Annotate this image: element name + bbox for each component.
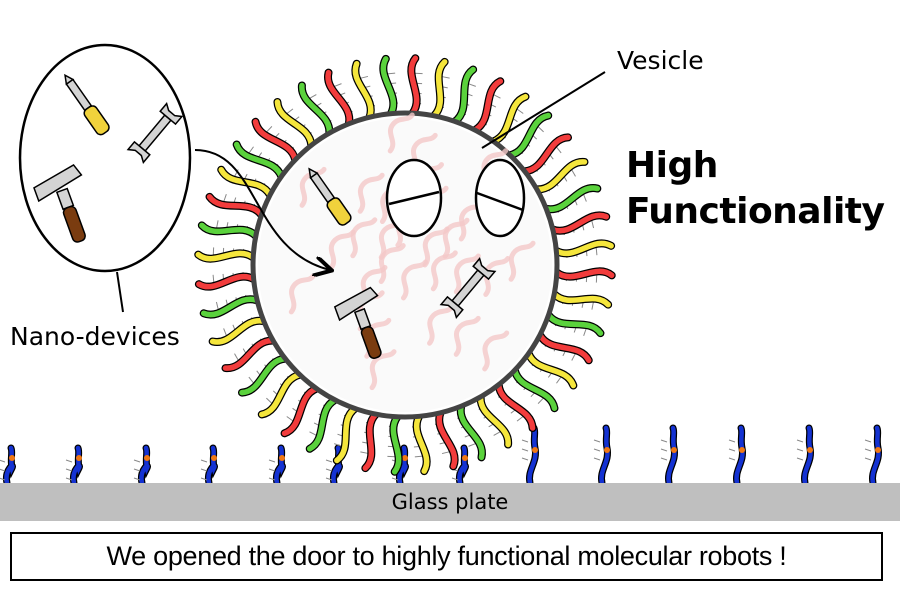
- surface-strand: [280, 384, 321, 438]
- surface-strand: [494, 380, 537, 433]
- inner-strand: [422, 226, 450, 268]
- surface-strand: [489, 92, 530, 146]
- surface-strand: [548, 211, 611, 236]
- vesicle: [250, 110, 560, 420]
- anchor-strand: [268, 444, 287, 487]
- surface-strand: [535, 330, 593, 365]
- surface-strand: [305, 395, 340, 453]
- screwdriver-icon: [64, 73, 110, 136]
- surface-strand: [199, 294, 262, 319]
- surface-strand: [476, 392, 513, 449]
- anchor-strand: [200, 444, 219, 487]
- surface-strand: [544, 311, 605, 338]
- surface-strand: [379, 54, 398, 118]
- glass-plate: [0, 483, 900, 521]
- inner-strand: [357, 172, 385, 214]
- anchor-strand: [133, 444, 152, 487]
- surface-strand: [506, 111, 553, 160]
- glass-plate-label: Glass plate: [391, 490, 509, 514]
- surface-strand: [407, 54, 423, 118]
- inner-strand: [350, 217, 378, 259]
- anchor-strand: [660, 424, 679, 487]
- surface-strand: [257, 370, 304, 419]
- surface-strand: [232, 140, 286, 181]
- surface-strand: [550, 290, 613, 310]
- screwdriver-icon: [308, 167, 352, 226]
- inner-strand: [288, 273, 316, 315]
- nano-devices-label: Nano-devices: [10, 322, 180, 351]
- headline: High Functionality: [626, 143, 885, 235]
- surface-strand: [456, 402, 486, 462]
- anchor-strand: [593, 424, 612, 487]
- anchor-strand: [65, 444, 84, 487]
- headline-line-2: Functionality: [626, 191, 885, 232]
- surface-strand: [332, 404, 359, 465]
- inner-strand: [508, 240, 536, 282]
- left-eye: [385, 158, 443, 238]
- surface-strand: [194, 272, 258, 291]
- surface-strand: [552, 239, 616, 258]
- surface-strand: [221, 336, 278, 373]
- surface-strand: [360, 410, 380, 473]
- surface-strand: [524, 349, 578, 390]
- inner-strand: [483, 255, 511, 297]
- anchor-strand: [0, 444, 17, 487]
- conclusion-text: We opened the door to highly functional …: [106, 541, 787, 571]
- right-eye: [474, 158, 526, 238]
- surface-strand: [434, 408, 459, 471]
- anchor-strand: [521, 424, 540, 487]
- vesicle-eyes: [385, 158, 526, 238]
- anchor-strand: [728, 424, 747, 487]
- surface-anchor-strands: [0, 424, 883, 487]
- surface-strand: [324, 68, 354, 128]
- anchor-strand: [864, 424, 883, 487]
- surface-strand: [208, 316, 268, 346]
- inner-strand: [482, 330, 510, 372]
- conclusion-banner: We opened the door to highly functional …: [10, 532, 883, 581]
- surface-strand: [197, 220, 260, 240]
- surface-strand: [387, 412, 403, 476]
- insert-arrow: [194, 149, 330, 270]
- inner-strand: [427, 304, 455, 346]
- inner-strand: [453, 253, 481, 295]
- surface-strand: [510, 366, 559, 413]
- nano-devices-bubble: [18, 43, 192, 313]
- surface-strand: [351, 59, 376, 122]
- hammer-icon: [333, 286, 382, 359]
- surface-strand: [194, 247, 258, 263]
- surface-strand: [412, 412, 431, 476]
- inner-strand: [387, 112, 415, 154]
- anchor-strand: [391, 444, 410, 487]
- wrench-icon: [439, 257, 497, 319]
- inner-strand: [299, 166, 327, 208]
- inner-strand: [400, 259, 428, 301]
- anchor-strand: [796, 424, 815, 487]
- surface-strand: [205, 192, 266, 219]
- surface-strand: [273, 97, 316, 150]
- surface-strand: [237, 354, 290, 397]
- surface-strand: [297, 81, 334, 138]
- surface-strand: [552, 267, 616, 283]
- surface-strand: [451, 65, 478, 126]
- vesicle-leader-line: [481, 71, 606, 149]
- inner-strand: [369, 349, 397, 391]
- surface-strand: [251, 117, 300, 164]
- vesicle-inner-strands: [288, 112, 536, 391]
- surface-strand: [520, 133, 573, 176]
- inner-strand: [453, 315, 481, 357]
- inner-strand: [430, 250, 458, 292]
- surface-strand: [532, 157, 589, 194]
- surface-strand: [430, 57, 450, 120]
- headline-line-1: High: [626, 145, 718, 186]
- wrench-icon: [126, 102, 184, 164]
- hammer-icon: [33, 163, 86, 243]
- vesicle-label: Vesicle: [617, 46, 704, 75]
- surface-strand: [542, 184, 602, 214]
- surface-strand: [470, 77, 505, 135]
